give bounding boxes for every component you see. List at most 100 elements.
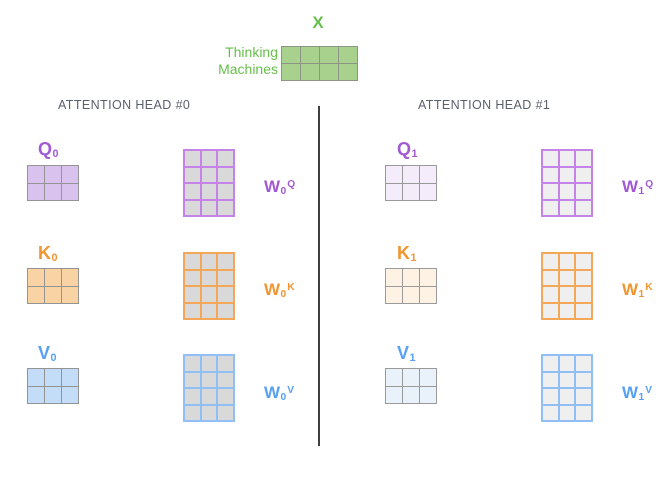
matrix-cell bbox=[320, 64, 339, 81]
q0-label: Q0 bbox=[38, 139, 59, 160]
matrix-cell bbox=[403, 183, 420, 201]
q1-matrix bbox=[385, 165, 437, 201]
matrix-cell bbox=[386, 286, 403, 304]
matrix-cell bbox=[201, 287, 218, 304]
matrix-cell bbox=[559, 356, 576, 373]
matrix-cell bbox=[386, 166, 403, 184]
matrix-cell bbox=[559, 270, 576, 287]
matrix-cell bbox=[28, 386, 45, 404]
matrix-cell bbox=[218, 254, 235, 271]
matrix-cell bbox=[559, 287, 576, 304]
matrix-cell bbox=[576, 167, 593, 184]
matrix-cell bbox=[28, 286, 45, 304]
matrix-cell bbox=[62, 166, 79, 184]
matrix-cell bbox=[28, 183, 45, 201]
k1-matrix bbox=[385, 268, 437, 304]
matrix-cell bbox=[403, 386, 420, 404]
matrix-cell bbox=[62, 386, 79, 404]
matrix-cell bbox=[185, 405, 202, 422]
matrix-cell bbox=[543, 287, 560, 304]
matrix-cell bbox=[62, 269, 79, 287]
w1v-label: W1V bbox=[622, 383, 653, 403]
matrix-cell bbox=[543, 200, 560, 217]
w0v-weight-matrix bbox=[183, 354, 235, 422]
matrix-cell bbox=[301, 64, 320, 81]
input-matrix-label: X bbox=[312, 13, 324, 32]
matrix-cell bbox=[218, 303, 235, 320]
v1-label: V1 bbox=[397, 343, 416, 364]
w0k-weight-matrix bbox=[183, 252, 235, 320]
w0k-label: W0K bbox=[264, 280, 295, 300]
w0q-label: W0Q bbox=[264, 177, 296, 197]
matrix-cell bbox=[576, 254, 593, 271]
matrix-cell bbox=[218, 372, 235, 389]
matrix-cell bbox=[386, 369, 403, 387]
matrix-cell bbox=[576, 184, 593, 201]
matrix-cell bbox=[45, 269, 62, 287]
matrix-cell bbox=[62, 183, 79, 201]
input-matrix bbox=[281, 46, 358, 81]
matrix-cell bbox=[201, 270, 218, 287]
matrix-cell bbox=[420, 166, 437, 184]
matrix-cell bbox=[576, 270, 593, 287]
w1q-weight-matrix bbox=[541, 149, 593, 217]
q0-matrix bbox=[27, 165, 79, 201]
matrix-cell bbox=[201, 356, 218, 373]
matrix-cell bbox=[543, 405, 560, 422]
k0-label: K0 bbox=[38, 243, 58, 264]
matrix-cell bbox=[45, 183, 62, 201]
k0-matrix bbox=[27, 268, 79, 304]
matrix-cell bbox=[576, 287, 593, 304]
matrix-cell bbox=[185, 372, 202, 389]
matrix-cell bbox=[185, 303, 202, 320]
matrix-cell bbox=[28, 369, 45, 387]
matrix-cell bbox=[386, 269, 403, 287]
matrix-cell bbox=[201, 167, 218, 184]
q1-label: Q1 bbox=[397, 139, 418, 160]
matrix-cell bbox=[218, 287, 235, 304]
matrix-cell bbox=[386, 183, 403, 201]
section-divider-line bbox=[318, 106, 320, 446]
matrix-cell bbox=[403, 269, 420, 287]
matrix-cell bbox=[386, 386, 403, 404]
matrix-cell bbox=[28, 166, 45, 184]
matrix-cell bbox=[543, 389, 560, 406]
matrix-cell bbox=[576, 389, 593, 406]
matrix-cell bbox=[543, 356, 560, 373]
matrix-cell bbox=[420, 183, 437, 201]
matrix-cell bbox=[62, 369, 79, 387]
attention-head-0-title: ATTENTION HEAD #0 bbox=[58, 98, 191, 112]
matrix-cell bbox=[420, 369, 437, 387]
v1-matrix bbox=[385, 368, 437, 404]
matrix-cell bbox=[559, 200, 576, 217]
matrix-cell bbox=[559, 389, 576, 406]
matrix-cell bbox=[576, 405, 593, 422]
matrix-cell bbox=[185, 389, 202, 406]
matrix-cell bbox=[543, 184, 560, 201]
matrix-cell bbox=[201, 200, 218, 217]
matrix-cell bbox=[185, 200, 202, 217]
matrix-cell bbox=[403, 369, 420, 387]
matrix-cell bbox=[543, 254, 560, 271]
matrix-cell bbox=[185, 270, 202, 287]
matrix-cell bbox=[559, 254, 576, 271]
matrix-cell bbox=[201, 405, 218, 422]
matrix-cell bbox=[218, 270, 235, 287]
matrix-cell bbox=[420, 386, 437, 404]
matrix-cell bbox=[282, 47, 301, 64]
matrix-cell bbox=[185, 254, 202, 271]
matrix-cell bbox=[559, 405, 576, 422]
matrix-cell bbox=[218, 184, 235, 201]
matrix-cell bbox=[201, 151, 218, 168]
w0v-label: W0V bbox=[264, 383, 295, 403]
matrix-cell bbox=[185, 356, 202, 373]
matrix-cell bbox=[559, 184, 576, 201]
w1k-label: W1K bbox=[622, 280, 653, 300]
matrix-cell bbox=[218, 167, 235, 184]
matrix-cell bbox=[185, 167, 202, 184]
matrix-cell bbox=[543, 303, 560, 320]
matrix-cell bbox=[576, 303, 593, 320]
input-matrix-caption: Thinking Machines bbox=[168, 44, 278, 78]
matrix-cell bbox=[218, 405, 235, 422]
